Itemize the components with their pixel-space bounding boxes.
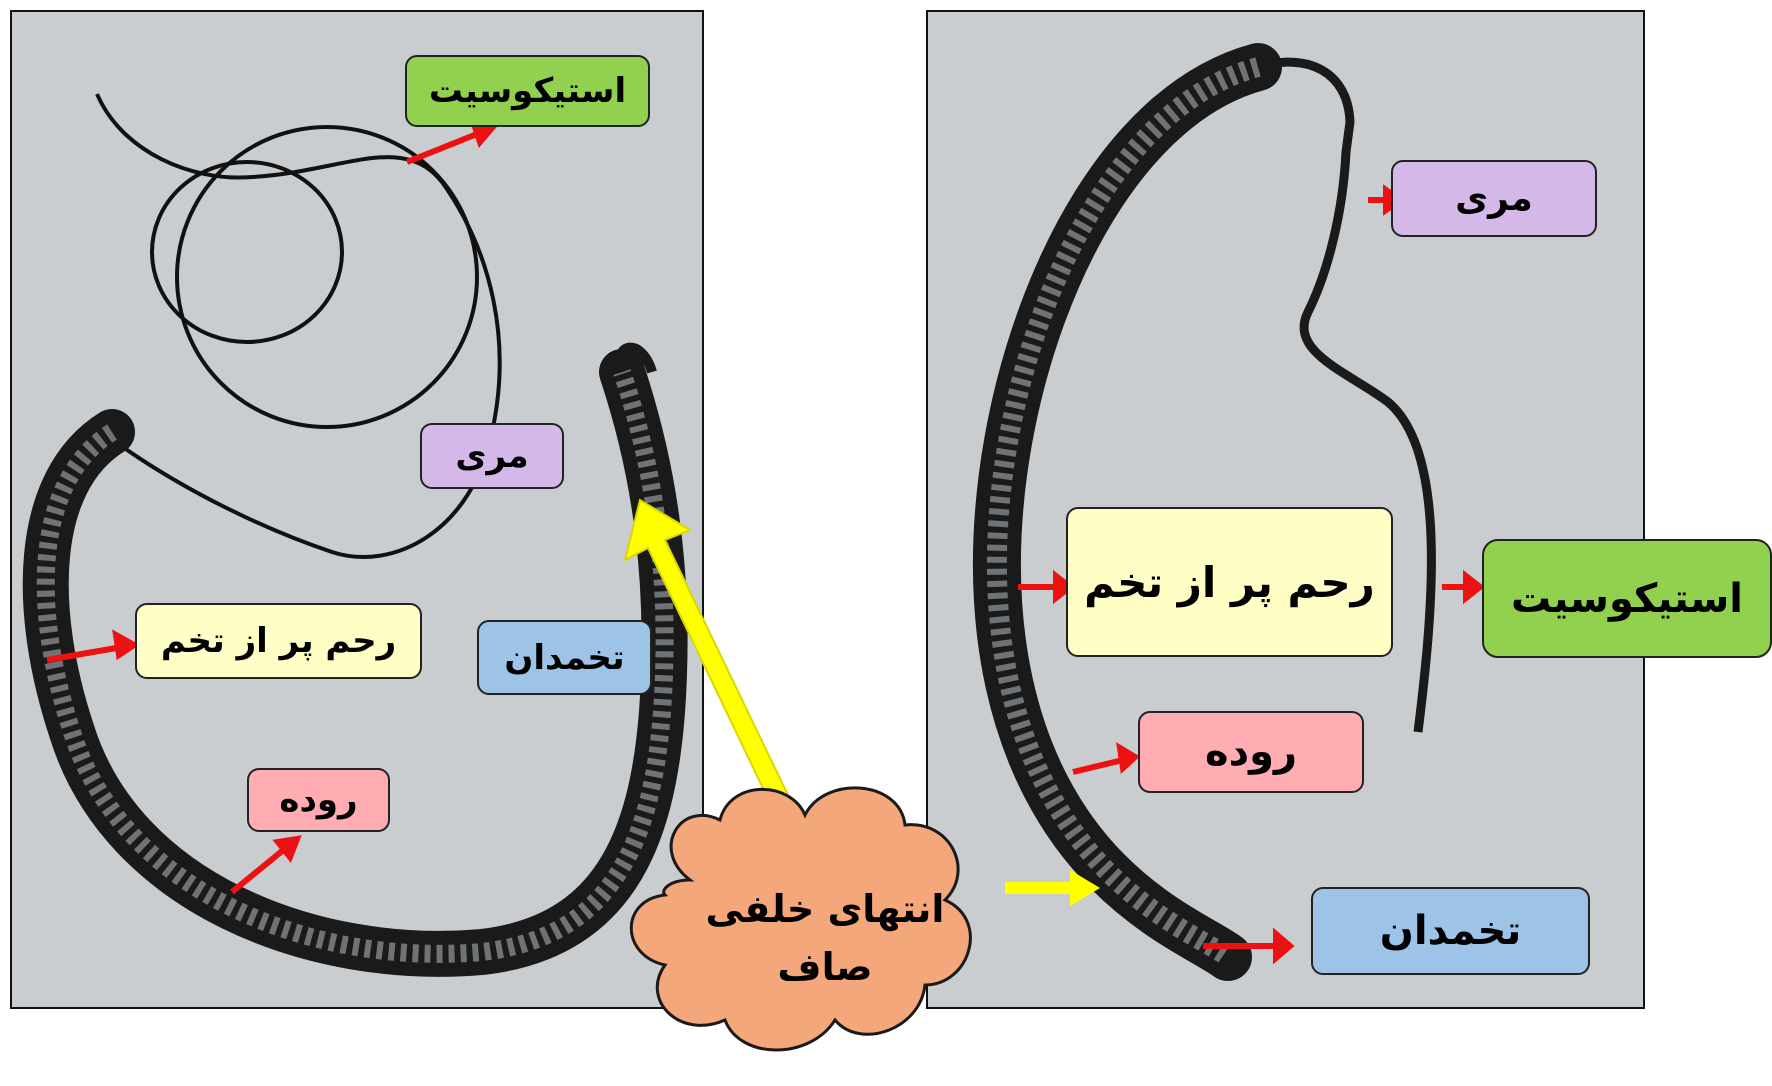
callout-line-2: صاف — [777, 945, 873, 989]
left-intestine-label: روده — [247, 768, 390, 832]
left-stichocyte-label: استیکوسیت — [405, 55, 650, 127]
cloud-callout — [629, 786, 972, 1052]
callout-line-1: انتهای خلفی — [705, 887, 945, 931]
callout-text: انتهای خلفی صاف — [690, 880, 960, 996]
left-uterus-label: رحم پر از تخم — [135, 603, 422, 679]
right-uterus-label: رحم پر از تخم — [1066, 507, 1393, 657]
left-worm-drawing — [22, 93, 688, 977]
right-stichocyte-label: استیکوسیت — [1482, 539, 1772, 658]
left-ovary-label: تخمدان — [477, 620, 652, 695]
left-specimen-photo — [10, 10, 704, 1009]
left-esophagus-label: مری — [420, 423, 564, 489]
right-ovary-label: تخمدان — [1311, 887, 1590, 975]
right-esophagus-label: مری — [1391, 160, 1597, 237]
right-intestine-label: روده — [1138, 711, 1364, 793]
